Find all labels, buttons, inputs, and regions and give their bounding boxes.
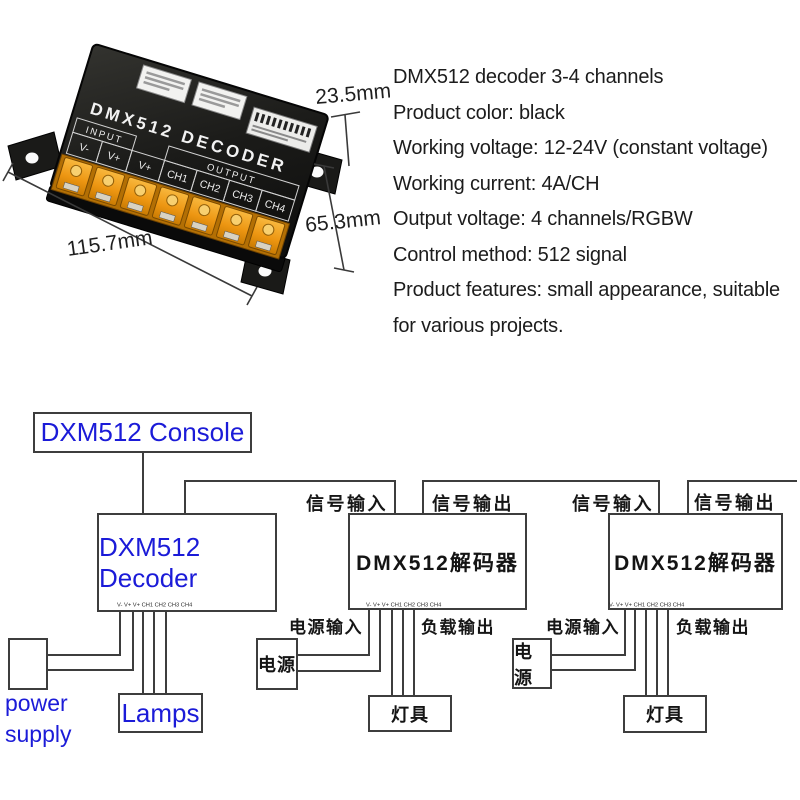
terminal-cell-label: V+ [106,150,122,165]
console-label: DXM512 Console [40,417,245,447]
dimension-depth-label: 65.3mm [304,206,382,237]
product-specs: DMX512 decoder 3-4 channels Product colo… [393,60,797,344]
lamps-cn-label: 灯具 [391,704,429,725]
signal-input-label-2: 信号输入 [572,494,654,514]
signal-input-label-1: 信号输入 [306,494,388,514]
decoder-cn-label: DMX512解码器 [614,551,777,575]
terminal-block [119,176,158,216]
terminal-strip [50,153,291,260]
spec-line: Output voltage: 4 channels/RGBW [393,208,693,230]
decoder-en-label: DXM512 Decoder [99,531,201,593]
lamps-cn-label: 灯具 [646,705,684,725]
power-box-2: 电源 [512,638,552,689]
dimension-width-label: 115.7mm [65,226,153,261]
dimension-height [330,111,361,167]
power-box-1: 电源 [256,638,298,690]
terminal-cell-label: V+ [137,159,153,174]
spec-line: Working voltage: 12-24V (constant voltag… [393,137,768,159]
terminal-block [87,166,125,207]
wire [687,480,797,513]
decoder-cn-box-2: DMX512解码器 [608,513,783,610]
wire [552,610,636,671]
cert-label [191,81,248,121]
dip-switch-panel [245,106,318,153]
terminal-cell-label: V- [78,141,91,156]
wire [422,480,660,513]
signal-output-label-1: 信号输出 [432,494,514,514]
wire [552,610,626,656]
power-supply-label: power supply [5,690,72,747]
dimension-height-label: 23.5mm [314,79,390,109]
spec-line: Product features: small appearance, suit… [393,279,780,301]
lamp-box-1: 灯具 [368,695,452,732]
wire [48,612,134,671]
dimension-width [2,162,258,306]
spec-line: Product color: black [393,101,565,124]
terminal-row: V- V+ V+ CH1 CH2 CH3 CH4 [609,602,685,608]
power-input-label-2: 电源输入 [546,618,620,637]
terminal-row: V- V+ V+ CH1 CH2 CH3 CH4 [366,602,442,608]
spec-line: Working current: 4A/CH [393,172,600,195]
power-input-label-1: 电源输入 [289,618,363,637]
console-box: DXM512 Console [33,412,252,453]
power-cn-label: 电源 [514,641,533,688]
wire [298,610,370,656]
cert-label [135,64,192,104]
signal-output-label-2: 信号输出 [694,493,776,513]
load-output-label-1: 负载输出 [421,618,495,637]
spec-line: for various projects. [393,314,564,337]
wire [298,610,381,672]
terminal-cell-label: CH1 [166,168,190,186]
lamps-box: Lamps [118,693,203,733]
terminal-block [55,157,93,197]
terminal-block [216,206,254,246]
terminal-cell-label: CH4 [263,198,287,216]
spec-line: Control method: 512 signal [393,243,627,266]
load-output-label-2: 负载输出 [676,618,750,637]
terminal-block [248,215,286,255]
decoder-cn-box-1: DMX512解码器 [348,513,527,610]
device-body: DMX512 DECODER INPUT V- V+ OUTPUT V+ CH1… [45,43,329,273]
terminal-block [183,196,222,236]
power-cn-label: 电源 [258,655,296,675]
terminal-cell-label: CH3 [231,188,255,206]
dimension-depth [313,163,355,273]
spec-line: DMX512 decoder 3-4 channels [393,66,664,88]
lamp-box-2: 灯具 [623,695,707,733]
product-photo: DMX512 DECODER INPUT V- V+ OUTPUT V+ CH1… [2,43,390,306]
wiring-diagram: DXM512 Console DXM512 Decoder DMX512解码器 … [0,380,800,800]
terminal-row: V- V+ V+ CH1 CH2 CH3 CH4 [117,602,193,608]
lamps-label: Lamps [121,697,200,728]
wiring-svg [48,453,797,695]
wire [48,612,121,656]
power-supply-box [8,638,48,690]
decoder-cn-label: DMX512解码器 [356,551,519,575]
decoder-en-box: DXM512 Decoder [97,513,277,612]
terminal-block [151,186,190,226]
terminal-cell-label: CH2 [198,178,222,196]
wire [184,480,396,513]
